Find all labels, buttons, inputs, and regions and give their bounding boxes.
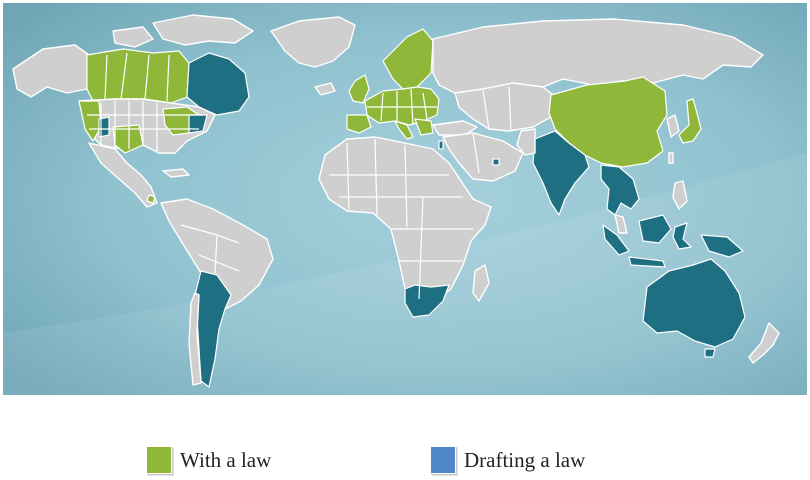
australia <box>642 258 746 348</box>
costa-rica <box>146 194 156 204</box>
canada-drafting-law <box>186 52 250 116</box>
sumatra <box>602 224 630 256</box>
malaysia <box>614 214 628 234</box>
philippines <box>672 180 688 210</box>
legend: With a law Drafting a law <box>0 440 810 480</box>
world-map <box>3 3 807 395</box>
sulawesi <box>672 222 692 250</box>
drafting-law-label: Drafting a law <box>464 447 586 472</box>
drafting-law-swatch <box>430 446 456 474</box>
alaska <box>12 44 90 98</box>
java <box>628 256 666 268</box>
uk-ireland <box>348 74 370 104</box>
arctic-islands <box>152 14 254 46</box>
africa-borders <box>329 138 473 300</box>
legend-item-with-law: With a law <box>146 444 271 476</box>
papua <box>700 234 744 258</box>
iceland <box>314 82 336 96</box>
middle-east <box>442 132 524 182</box>
italy-balkans <box>394 118 434 140</box>
arctic-islands-west <box>112 26 154 48</box>
usa-state-borders <box>87 101 203 151</box>
turkey <box>432 120 478 136</box>
europe-borders <box>367 88 437 126</box>
pakistan <box>516 128 536 156</box>
with-law-swatch <box>146 446 172 474</box>
world-map-svg <box>3 3 807 395</box>
uae <box>492 158 500 166</box>
southeast-asia <box>600 164 640 216</box>
south-america <box>160 198 274 310</box>
mexico <box>88 142 158 208</box>
scandinavia <box>382 28 434 90</box>
madagascar <box>472 264 490 302</box>
legend-item-drafting-law: Drafting a law <box>430 444 585 476</box>
south-america-borders <box>180 224 240 274</box>
new-zealand <box>748 322 780 364</box>
korea <box>666 114 680 138</box>
tasmania <box>704 348 716 358</box>
usa-states-west <box>78 100 102 142</box>
borneo <box>638 214 672 244</box>
israel <box>438 140 444 150</box>
south-africa <box>404 284 450 318</box>
china <box>548 76 668 168</box>
caribbean <box>162 168 190 178</box>
central-asia <box>454 82 560 132</box>
with-law-label: With a law <box>180 447 272 472</box>
japan <box>678 98 702 144</box>
asia-borders <box>472 86 512 174</box>
canada-with-law <box>86 48 190 104</box>
greenland <box>270 16 356 68</box>
europe <box>364 86 440 126</box>
india <box>532 130 590 216</box>
canada-province-borders <box>104 52 170 102</box>
taiwan <box>668 152 674 164</box>
iberia <box>346 114 372 134</box>
chile <box>188 292 202 386</box>
